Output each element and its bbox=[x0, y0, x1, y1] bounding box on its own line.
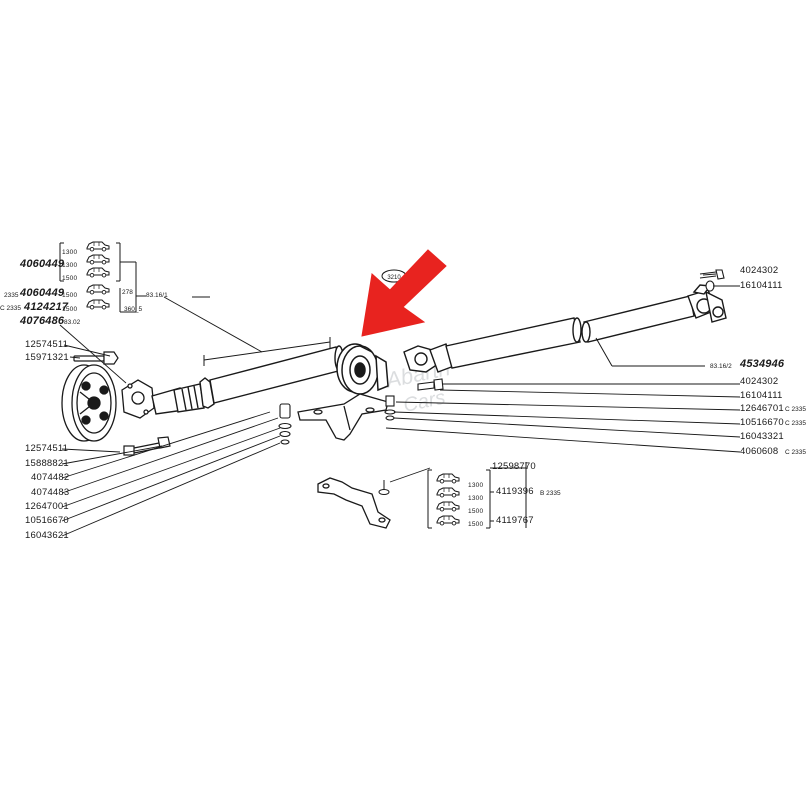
yoke-flange bbox=[121, 379, 155, 419]
front-shaft-dimension bbox=[203, 337, 331, 366]
year-tag-1: 1300 bbox=[62, 249, 78, 256]
bottom-year-tag-4: 1500 bbox=[468, 521, 484, 528]
ref-83-16-2: 83.16/2 bbox=[710, 363, 732, 370]
year-tag-5: 1500 bbox=[62, 306, 78, 313]
part-number-16043621[interactable]: 16043621 bbox=[25, 530, 69, 541]
suffix-c2335-b: C 2335 bbox=[785, 420, 806, 427]
left-car-icons bbox=[86, 241, 110, 310]
part-number-16104111-top[interactable]: 16104111 bbox=[740, 280, 783, 291]
suffix-c2335-a: C 2335 bbox=[785, 406, 806, 413]
part-number-16104111[interactable]: 16104111 bbox=[740, 390, 783, 401]
part-number-15888821[interactable]: 15888821 bbox=[25, 458, 69, 469]
part-number-4060449-alt[interactable]: 4060449 bbox=[20, 287, 65, 299]
part-number-group-4060449[interactable]: 4060449 bbox=[20, 258, 65, 270]
part-number-10516670-right[interactable]: 10516670 bbox=[740, 417, 784, 428]
part-number-12646701[interactable]: 12646701 bbox=[740, 403, 784, 414]
part-number-12647001[interactable]: 12647001 bbox=[25, 501, 69, 512]
circle-reference-label: 3210 bbox=[387, 275, 401, 281]
leader-lines bbox=[59, 273, 741, 537]
rear-universal-joint bbox=[687, 284, 727, 323]
bottom-car-icons bbox=[436, 473, 460, 526]
year-tag-4: 1500 bbox=[62, 292, 78, 299]
alt-support-bracket bbox=[317, 477, 391, 529]
part-number-4074483[interactable]: 4074483 bbox=[31, 487, 70, 498]
part-number-4534946[interactable]: 4534946 bbox=[740, 358, 785, 370]
suffix-c2335-c: C 2335 bbox=[785, 449, 806, 456]
part-number-4074482[interactable]: 4074482 bbox=[31, 472, 70, 483]
mount-spacer-stack bbox=[278, 403, 292, 445]
part-number-12598770[interactable]: 12598770 bbox=[492, 461, 536, 472]
rear-shaft-dimension bbox=[595, 337, 613, 367]
part-number-15971321[interactable]: 15971321 bbox=[25, 352, 69, 363]
left-model-bracket bbox=[59, 242, 146, 313]
tag-278: 278 bbox=[122, 289, 133, 296]
center-bearing-bracket bbox=[297, 393, 389, 441]
bottom-year-tag-1: 1300 bbox=[468, 482, 484, 489]
ref-83-16-1: 83.16/1 bbox=[146, 292, 168, 299]
part-number-4060608[interactable]: 4060608 bbox=[740, 446, 779, 457]
bracket-washer bbox=[378, 480, 390, 495]
part-number-4024302[interactable]: 4024302 bbox=[740, 376, 779, 387]
prefix-2335: 2335 bbox=[4, 292, 19, 299]
part-number-4124217[interactable]: 4124217 bbox=[24, 301, 69, 313]
rear-shaft bbox=[403, 295, 695, 373]
tag-360-5: 360_5 bbox=[124, 306, 143, 313]
part-number-16043321[interactable]: 16043321 bbox=[740, 431, 784, 442]
coupling-bolt-top bbox=[73, 351, 119, 365]
part-number-10516670[interactable]: 10516670 bbox=[25, 515, 69, 526]
part-number-12574511-bottom[interactable]: 12574511 bbox=[25, 443, 69, 454]
suffix-b2335: B 2335 bbox=[540, 490, 561, 497]
part-number-4119767[interactable]: 4119767 bbox=[496, 515, 534, 526]
part-number-12574511-top[interactable]: 12574511 bbox=[25, 339, 69, 350]
bottom-model-bracket bbox=[427, 462, 527, 529]
bracket-bolts bbox=[384, 378, 444, 421]
part-number-4076486[interactable]: 4076486 bbox=[20, 315, 65, 327]
year-tag-3: 1500 bbox=[62, 275, 78, 282]
center-bearing bbox=[336, 343, 389, 395]
part-number-4024302-top[interactable]: 4024302 bbox=[740, 265, 779, 276]
year-tag-2: 1300 bbox=[62, 262, 78, 269]
highlight-arrow bbox=[361, 249, 447, 337]
flexible-coupling bbox=[61, 364, 117, 442]
front-shaft bbox=[151, 345, 344, 415]
part-number-4119396[interactable]: 4119396 bbox=[496, 486, 534, 497]
prefix-c2335: C 2335 bbox=[0, 305, 21, 312]
bottom-year-tag-2: 1300 bbox=[468, 495, 484, 502]
rear-bolt-and-nut bbox=[699, 269, 725, 292]
ref-83-02: 83.02 bbox=[64, 319, 81, 326]
bottom-year-tag-3: 1500 bbox=[468, 508, 484, 515]
